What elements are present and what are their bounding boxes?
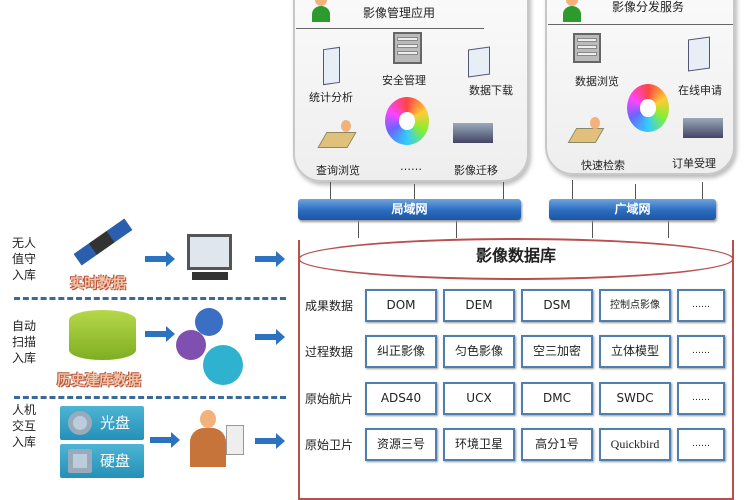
data-cell[interactable]: 立体模型 — [599, 335, 671, 368]
dist-item-browse[interactable]: 数据浏览 — [575, 75, 619, 88]
data-cell[interactable]: …… — [677, 289, 725, 322]
connector — [503, 182, 504, 199]
data-cell[interactable]: DOM — [365, 289, 437, 322]
web-page-icon — [688, 36, 710, 72]
realtime-data-label: 实时数据 — [70, 276, 126, 292]
gear-icon — [176, 330, 206, 360]
operator-icon — [341, 120, 351, 132]
mgmt-item-download[interactable]: 数据下载 — [469, 84, 513, 97]
section-divider — [14, 396, 286, 399]
arrow-right-icon — [255, 433, 285, 449]
ingest-mode-manual: 人机交互入库 — [12, 403, 37, 449]
connector — [668, 220, 669, 238]
mgmt-item-migration[interactable]: 影像迁移 — [454, 164, 498, 177]
row-label: 过程数据 — [305, 345, 354, 359]
hard-disk-source: 硬盘 — [60, 444, 144, 478]
user-head-icon — [566, 0, 578, 6]
data-cell[interactable]: Quickbird — [599, 428, 671, 461]
mgmt-item-more[interactable]: …… — [400, 160, 422, 173]
server-icon — [573, 33, 601, 63]
web-page-icon — [468, 46, 490, 78]
mgmt-item-statistics[interactable]: 统计分析 — [309, 91, 353, 104]
image-management-panel — [293, 0, 529, 182]
user-icon — [563, 6, 581, 22]
arrow-right-icon — [255, 329, 285, 345]
data-cell[interactable]: DSM — [521, 289, 593, 322]
connector — [358, 220, 359, 238]
dist-item-orders[interactable]: 订单受理 — [672, 157, 716, 170]
wan-bar: 广域网 — [549, 199, 716, 220]
arrow-right-icon — [150, 432, 180, 448]
report-icon — [323, 46, 340, 86]
data-cell[interactable]: …… — [677, 428, 725, 461]
gear-icon — [195, 308, 223, 336]
database-title: 影像数据库 — [475, 246, 556, 265]
satellite-icon — [73, 218, 133, 266]
data-cell[interactable]: 匀色影像 — [443, 335, 515, 368]
mgmt-item-security[interactable]: 安全管理 — [382, 74, 426, 87]
operator-icon — [190, 428, 226, 467]
connector — [702, 182, 703, 199]
row-label: 成果数据 — [305, 299, 354, 313]
data-cell[interactable]: 纠正影像 — [365, 335, 437, 368]
data-cell[interactable]: 环境卫星 — [443, 428, 515, 461]
data-cell[interactable]: …… — [677, 335, 725, 368]
lan-bar: 局域网 — [298, 199, 521, 220]
ingest-mode-auto-scan: 自动扫描入库 — [12, 319, 37, 365]
optical-disc-source: 光盘 — [60, 406, 144, 440]
mgmt-panel-title: 影像管理应用 — [363, 6, 436, 20]
optical-disc-label: 光盘 — [100, 414, 131, 432]
plotter-icon — [683, 118, 723, 138]
mgmt-item-query[interactable]: 查询浏览 — [316, 164, 360, 177]
ingest-mode-unattended: 无人值守入库 — [12, 236, 37, 282]
server-icon — [393, 32, 422, 64]
hard-disk-icon — [68, 449, 92, 473]
disc-icon — [68, 411, 92, 435]
hard-disk-label: 硬盘 — [100, 452, 131, 470]
connector — [635, 184, 636, 199]
color-ring-icon — [627, 84, 669, 132]
dist-item-apply[interactable]: 在线申请 — [678, 84, 722, 97]
data-cell[interactable]: DMC — [521, 382, 593, 415]
arrow-right-icon — [145, 251, 175, 267]
data-cell[interactable]: 资源三号 — [365, 428, 437, 461]
row-label: 原始航片 — [305, 392, 354, 406]
data-cell[interactable]: UCX — [443, 382, 515, 415]
color-ring-icon — [385, 97, 429, 145]
computer-icon — [226, 425, 244, 455]
arrow-right-icon — [255, 251, 285, 267]
dist-item-search[interactable]: 快速检索 — [581, 159, 625, 172]
database-cylinder-icon — [69, 310, 136, 360]
data-cell[interactable]: DEM — [443, 289, 515, 322]
divider — [548, 24, 733, 25]
connector — [592, 220, 593, 238]
operator-icon — [590, 117, 600, 129]
data-cell[interactable]: SWDC — [599, 382, 671, 415]
arrow-right-icon — [145, 326, 175, 342]
data-cell[interactable]: 空三加密 — [521, 335, 593, 368]
image-database-top — [298, 238, 734, 280]
monitor-stand — [192, 272, 228, 280]
divider — [296, 28, 484, 29]
section-divider — [14, 297, 286, 300]
dist-panel-title: 影像分发服务 — [612, 0, 685, 14]
plotter-icon — [453, 123, 493, 143]
historical-data-label: 历史建库数据 — [57, 373, 141, 389]
data-cell[interactable]: …… — [677, 382, 725, 415]
gear-icon — [203, 345, 243, 385]
connector — [330, 182, 331, 199]
user-head-icon — [315, 0, 327, 6]
data-cell[interactable]: 控制点影像 — [599, 289, 671, 322]
monitor-icon — [187, 234, 232, 270]
operator-head-icon — [200, 410, 216, 428]
data-cell[interactable]: ADS40 — [365, 382, 437, 415]
connector — [456, 220, 457, 238]
user-icon — [312, 6, 330, 22]
connector — [414, 184, 415, 199]
row-label: 原始卫片 — [305, 438, 354, 452]
data-cell[interactable]: 高分1号 — [521, 428, 593, 461]
connector — [572, 180, 573, 199]
